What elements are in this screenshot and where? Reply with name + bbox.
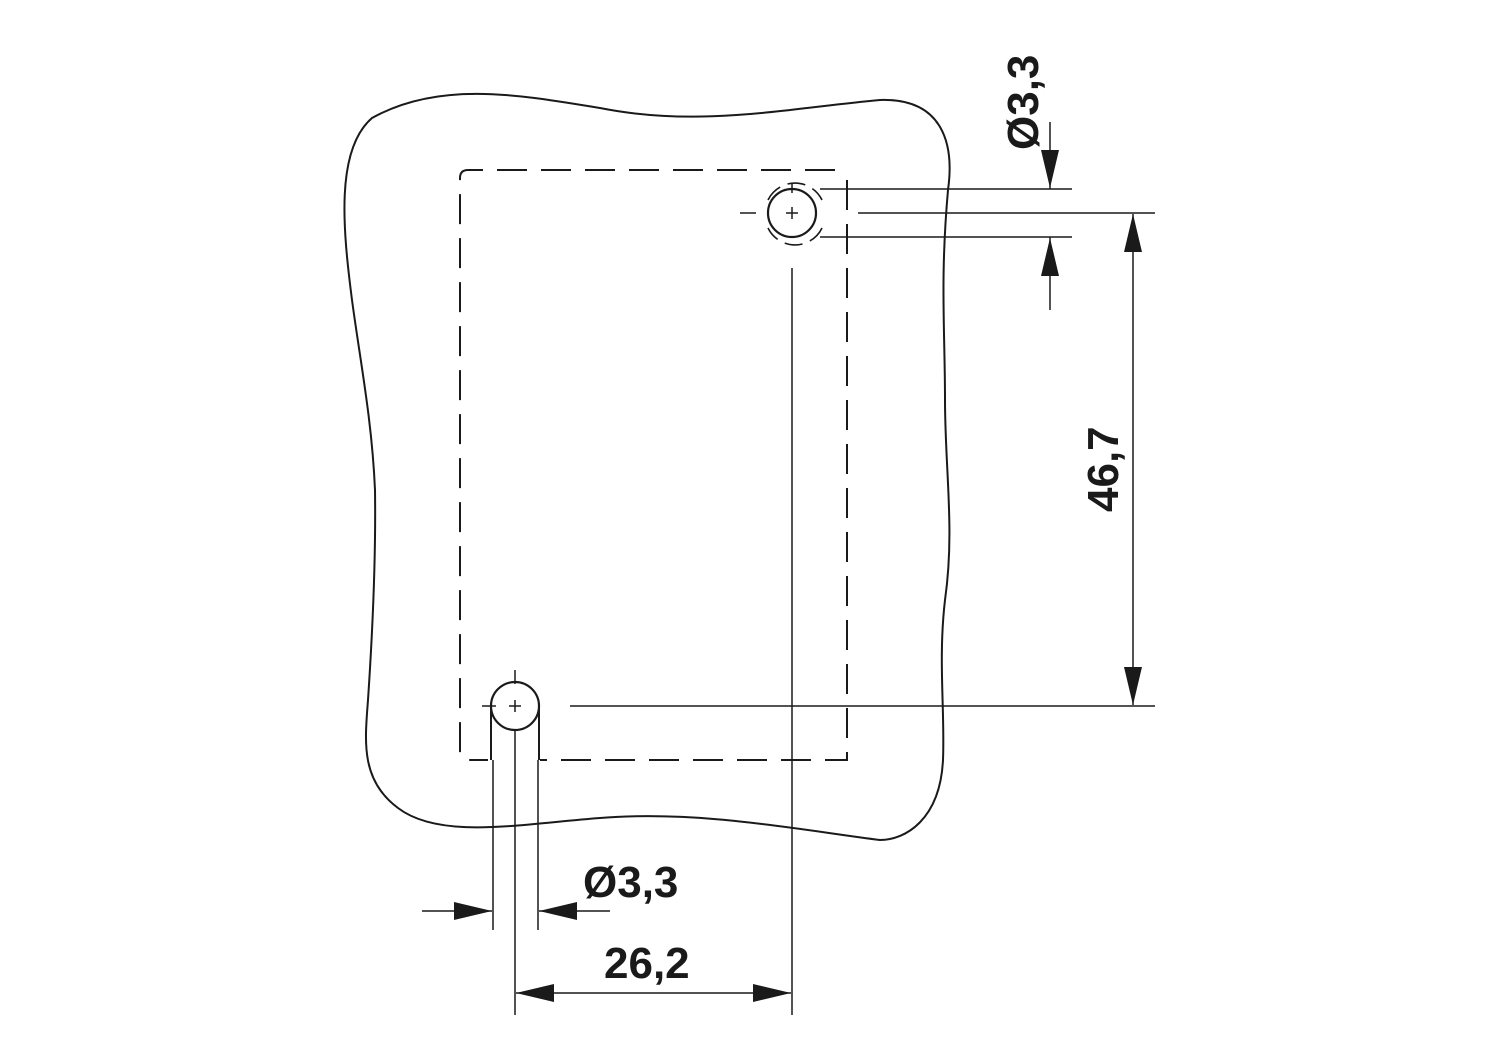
top-diameter-arrow-up [1041,238,1059,276]
horizontal-spacing-label: 26,2 [604,939,690,988]
panel-outline [343,92,951,842]
horizontal-spacing-arrow-right [753,984,791,1002]
top-diameter-label: Ø3,3 [999,55,1048,150]
bottom-diameter-label: Ø3,3 [583,858,678,907]
horizontal-spacing-arrow-left [516,984,554,1002]
cutout-contour [459,169,835,761]
vertical-spacing-arrow-bottom [1124,667,1142,705]
vertical-spacing-label: 46,7 [1079,426,1128,512]
bottom-diameter-arrow-right [454,902,492,920]
cutout-contour-right [540,180,848,761]
vertical-spacing-arrow-top [1124,214,1142,252]
top-hole [740,182,823,246]
top-hole-dashed-ring [767,182,823,246]
bottom-diameter-arrow-left [539,902,577,920]
top-diameter-arrow-down [1041,150,1059,188]
